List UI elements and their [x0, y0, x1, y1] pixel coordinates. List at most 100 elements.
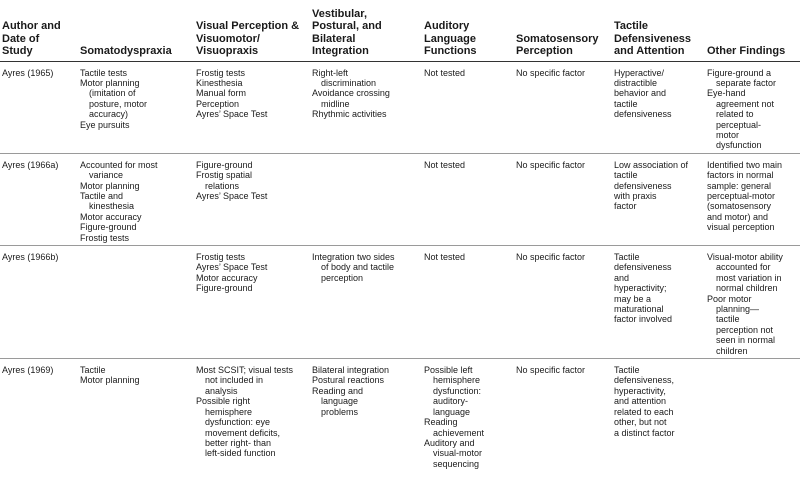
cell-line: Auditory and	[424, 437, 475, 448]
cell-line: accounted for	[716, 262, 771, 273]
cell-line: normal children	[716, 283, 778, 294]
cell-line: tactile	[614, 170, 638, 181]
cell-line: Reading	[424, 417, 458, 428]
cell-line: children	[716, 345, 748, 356]
cell-line: sample: general	[707, 180, 772, 191]
cell-line: Not tested	[424, 159, 466, 170]
cell-somatosensory: No specific factor	[514, 246, 612, 359]
cell-line: Motor planning	[80, 77, 140, 88]
cell-line: language	[433, 406, 471, 417]
cell-line: maturational	[614, 304, 664, 315]
cell-somatodyspraxia	[78, 246, 194, 359]
cell-line: dysfunction	[716, 140, 762, 151]
cell-line: Tactile	[614, 252, 640, 262]
cell-line: Motor accuracy	[196, 272, 258, 283]
cell-line: perception not	[716, 324, 774, 335]
header-line: Functions	[424, 45, 477, 57]
cell-other-findings	[705, 359, 800, 489]
cell-line: factors in normal	[707, 170, 774, 181]
cell-line: Motor planning	[80, 375, 140, 386]
cell-line: with praxis	[614, 190, 657, 201]
cell-line: Reading and	[312, 385, 364, 396]
cell-line: Manual form	[196, 88, 247, 99]
cell-line: left-sided function	[205, 448, 276, 459]
cell-line: Motor planning	[80, 180, 140, 191]
cell-line: Hyperactive/	[614, 67, 665, 78]
cell-line: kinesthesia	[89, 201, 135, 212]
cell-line: and attention	[614, 396, 667, 407]
cell-line: agreement not	[716, 98, 775, 109]
cell-line: Eye pursuits	[80, 119, 130, 130]
cell-line: discrimination	[321, 77, 377, 88]
cell-line: Rhythmic activities	[312, 109, 387, 120]
cell-line: Not tested	[424, 67, 466, 78]
cell-line: Possible left	[424, 365, 473, 376]
cell-line: Tactile	[614, 365, 640, 376]
header-line: Postural, and	[312, 20, 382, 32]
cell-line: Figure-ground	[196, 159, 253, 170]
cell-line: motor	[716, 129, 740, 140]
cell-line: auditory-	[433, 396, 469, 407]
cell-author: Ayres (1966a)	[0, 153, 78, 245]
cell-line: Kinesthesia	[196, 77, 243, 88]
cell-line: midline	[321, 98, 350, 109]
cell-line: variance	[89, 170, 124, 181]
header-line: Visual Perception &	[196, 20, 300, 32]
cell-line: defensiveness	[614, 109, 672, 120]
header-somatodyspraxia: Somatodyspraxia	[78, 0, 194, 61]
cell-line: Figure-ground	[196, 283, 253, 294]
cell-line: movement deficits,	[205, 427, 281, 438]
cell-line: No specific factor	[516, 159, 586, 170]
cell-line: Low association of	[614, 159, 689, 170]
cell-line: No specific factor	[516, 252, 586, 262]
cell-line: achievement	[433, 427, 485, 438]
cell-line: Ayres (1969)	[2, 365, 54, 376]
header-line: Vestibular,	[312, 7, 368, 20]
cell-somatosensory: No specific factor	[514, 153, 612, 245]
cell-line: a distinct factor	[614, 427, 675, 438]
cell-line: Most SCSIT; visual tests	[196, 365, 294, 376]
cell-line: (imitation of	[89, 88, 136, 99]
cell-line: tactile	[614, 98, 638, 109]
cell-line: Ayres (1965)	[2, 67, 54, 78]
header-line: Date of	[2, 32, 40, 45]
cell-line: hyperactivity,	[614, 385, 666, 396]
cell-line: No specific factor	[516, 67, 586, 78]
cell-line: Eye-hand	[707, 88, 746, 99]
cell-line: Visual-motor ability	[707, 252, 783, 262]
cell-line: related to	[716, 109, 754, 120]
cell-line: factor	[614, 201, 637, 212]
cell-line: of body and tactile	[321, 262, 395, 273]
header-line: Author and	[2, 20, 61, 32]
cell-line: perception	[321, 272, 364, 283]
cell-line: behavior and	[614, 88, 667, 99]
header-line: Somatosensory	[516, 32, 599, 45]
cell-line: dysfunction:	[433, 385, 482, 396]
header-line: Defensiveness	[614, 32, 692, 45]
cell-line: most variation in	[716, 272, 782, 283]
cell-line: analysis	[205, 385, 238, 396]
cell-line: Tactile	[80, 365, 106, 376]
cell-line: No specific factor	[516, 365, 586, 376]
header-line: Visuomotor/	[196, 32, 260, 45]
cell-author: Ayres (1969)	[0, 359, 78, 489]
cell-line: Figure-ground	[80, 222, 137, 233]
header-line: Auditory	[424, 20, 470, 32]
